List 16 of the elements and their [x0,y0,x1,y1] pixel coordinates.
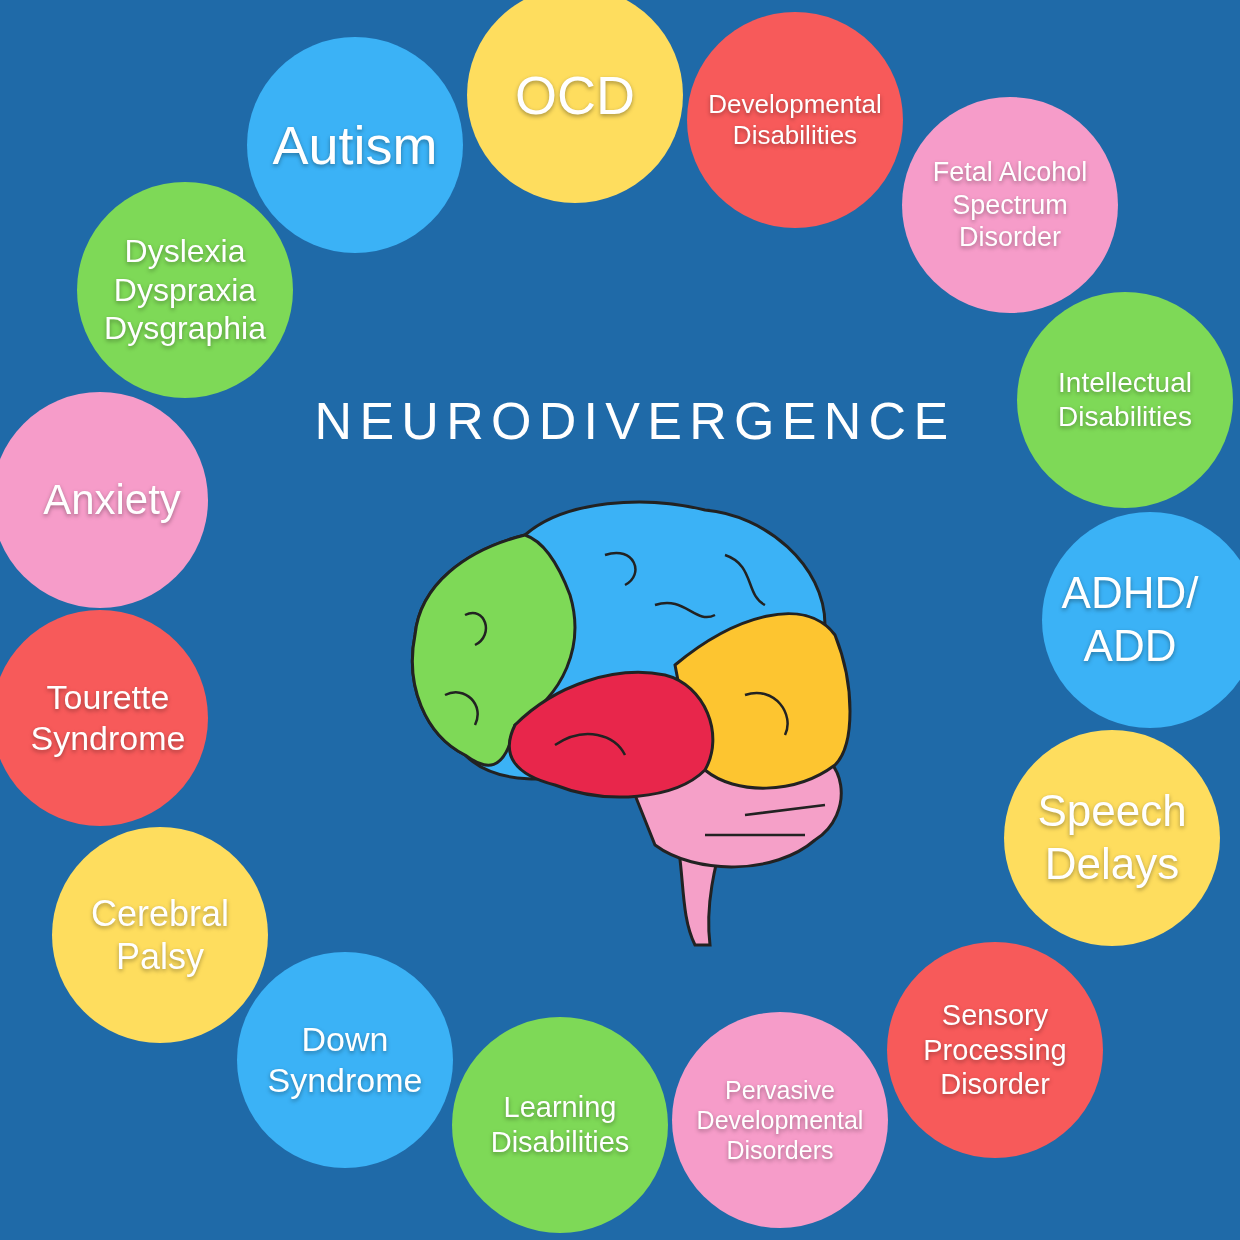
category-label: Cerebral Palsy [89,891,231,979]
category-label: Pervasive Developmental Disorders [695,1075,865,1165]
category-label: Tourette Syndrome [29,677,187,759]
category-label: Intellectual Disabilities [1057,366,1193,434]
category-label: Down Syndrome [266,1019,424,1101]
category-label: Developmental Disabilities [707,88,883,152]
category-label: Sensory Processing Disorder [922,997,1068,1103]
category-label: OCD [514,63,636,127]
category-label: Anxiety [42,474,182,525]
category-label: Learning Disabilities [489,1090,631,1160]
category-label: Fetal Alcohol Spectrum Disorder [931,156,1089,254]
category-label: Dyslexia Dyspraxia Dysgraphia [103,232,267,348]
title: NEURODIVERGENCE [313,395,957,447]
category-label: Speech Delays [1036,785,1188,890]
category-label: Autism [271,113,439,177]
category-label: ADHD/ ADD [1060,567,1200,672]
